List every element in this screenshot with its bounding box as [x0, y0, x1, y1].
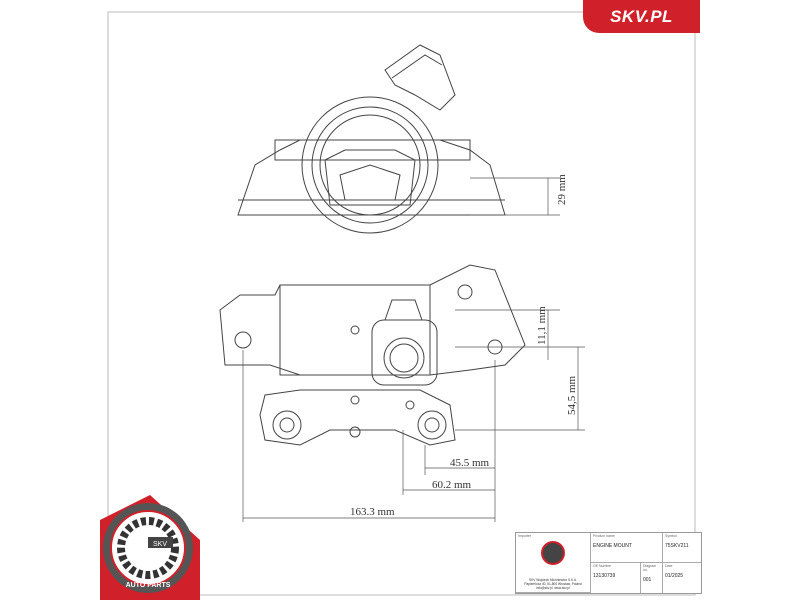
dim-11-1: 11,1 mm: [536, 306, 548, 345]
side-view: [219, 264, 526, 446]
importer-cell: Importer SKV Wojciech Michniewicz S.K.A.…: [516, 533, 591, 593]
dim-60-2: 60.2 mm: [432, 479, 472, 491]
symbol-cell: Symbol 75SKV211: [663, 533, 701, 563]
diagram-cell: Diagram no. 001: [641, 563, 663, 593]
importer-line: Papiernicza 40, 51-800 Wrocław, Poland: [524, 582, 582, 586]
date-cell: Date 01/2025: [663, 563, 701, 593]
top-view: [237, 44, 506, 234]
product-cell: Product name ENGINE MOUNT: [591, 533, 663, 563]
dim-29: 29 mm: [556, 174, 568, 205]
date-value: 01/2025: [665, 573, 684, 579]
diagram-value: 001: [643, 577, 652, 583]
product-label: Product name: [593, 534, 615, 538]
importer-label: Importer: [518, 534, 532, 538]
diagram-label: Diagram no.: [643, 564, 657, 572]
oe-label: OE Number: [593, 564, 612, 568]
dimension-lines: [242, 177, 585, 522]
oe-value: 13130739: [593, 573, 616, 579]
symbol-label: Symbol: [665, 534, 677, 538]
importer-line: SKV Wojciech Michniewicz S.K.A.: [528, 578, 578, 582]
dim-45-5: 45.5 mm: [450, 457, 490, 469]
title-block: Importer SKV Wojciech Michniewicz S.K.A.…: [515, 532, 702, 594]
product-value: ENGINE MOUNT: [593, 543, 632, 549]
svg-text:SKV: SKV: [153, 541, 167, 548]
dim-163-3: 163.3 mm: [350, 506, 395, 518]
svg-text:AUTO PARTS: AUTO PARTS: [126, 582, 171, 589]
drawing-frame: [107, 11, 696, 596]
symbol-value: 75SKV211: [665, 543, 689, 549]
importer-line: info@skv.pl, www.skv.pl: [536, 586, 570, 590]
skv-pl-badge[interactable]: SKV.PL: [583, 0, 700, 33]
date-label: Date: [665, 564, 673, 568]
oe-cell: OE Number 13130739: [591, 563, 641, 593]
dim-54-5: 54,5 mm: [566, 375, 578, 415]
importer-logo: [541, 541, 565, 565]
skv-auto-parts-logo: SKV AUTO PARTS: [100, 495, 200, 600]
